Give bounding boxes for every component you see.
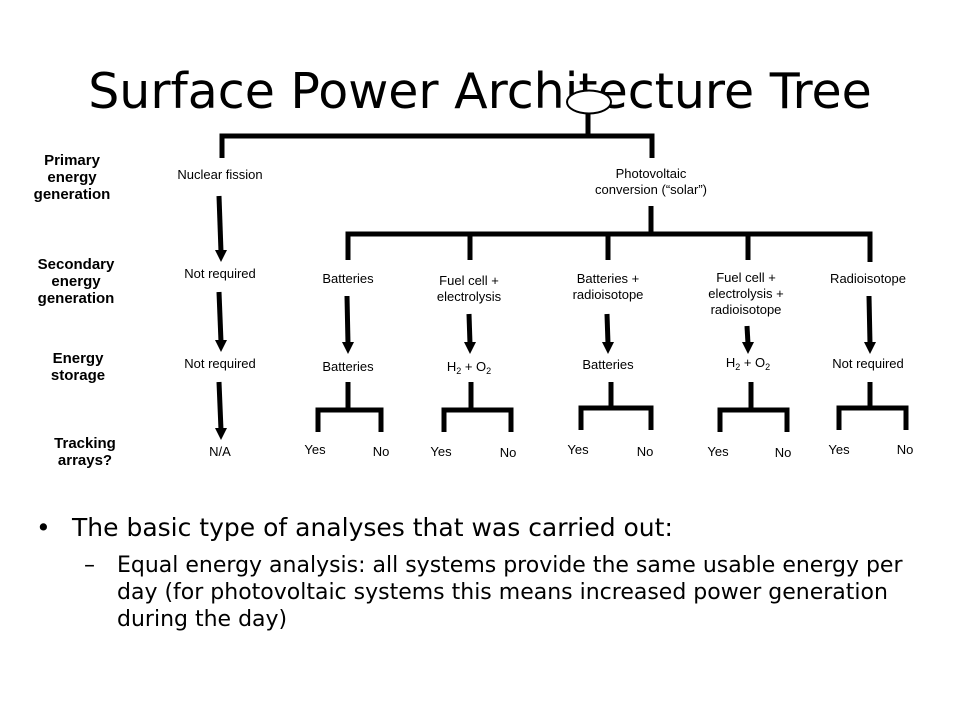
node-tracking-yes-batteries: Yes [304,442,326,457]
fuelcell-to-storage [466,313,473,345]
node-tracking-yes-fuel-radio: Yes [707,444,729,459]
node-tracking-yes-fuel-cell: Yes [430,444,452,459]
node-storage-not-required: Not required [184,356,256,371]
slide-title: Surface Power Architecture Tree [88,63,872,120]
node-secondary-fuel-cell-radioisotope: Fuel cell + electrolysis + radioisotope [708,270,784,317]
node-secondary-fuel-cell: Fuel cell + electrolysis [436,273,502,304]
node-tracking-no-batteries: No [372,444,390,459]
nuclear-to-secondary [216,195,224,253]
node-tracking-yes-batt-radio: Yes [567,442,589,457]
node-tracking-no-fuel-radio: No [774,445,792,460]
fuelcell-radio-to-storage [744,325,751,345]
node-secondary-not-required: Not required [184,266,256,281]
node-tracking-no-batt-radio: No [636,444,654,459]
dash-icon: – [84,553,95,578]
node-photovoltaic: Photovoltaic conversion (“solar”) [595,166,707,197]
row-label-storage: Energy storage [50,350,106,384]
batt-radio-to-storage [604,313,611,345]
node-storage-not-required-2: Not required [832,356,904,371]
node-nuclear-fission: Nuclear fission [177,167,263,182]
row-label-primary: Primary energy generation [33,152,111,203]
radioisotope-to-storage [866,295,873,345]
node-tracking-no-radioisotope: No [896,442,914,457]
node-tracking-na: N/A [209,444,231,459]
node-tracking-yes-radioisotope: Yes [828,442,850,457]
bullet-main: •The basic type of analyses that was car… [36,513,673,542]
bullet-sub: –Equal energy analysis: all systems prov… [84,553,903,632]
row-label-tracking: Tracking arrays? [54,435,116,469]
node-secondary-batteries-radioisotope: Batteries + radioisotope [572,271,644,302]
node-secondary-radioisotope: Radioisotope [830,271,906,286]
batteries-to-storage [344,295,351,345]
node-secondary-batteries: Batteries [322,271,374,286]
bullet-list: •The basic type of analyses that was car… [36,512,936,633]
nuclear-to-storage [216,291,224,343]
node-storage-h2-o2-2: H2 + O2 [725,355,771,372]
row-label-secondary: Secondary energy generation [37,256,115,307]
node-tracking-no-fuel-cell: No [499,445,517,460]
node-storage-batteries-2: Batteries [582,357,634,372]
root-split [219,133,655,158]
root-node-ellipse [566,89,612,115]
bullet-dot-icon: • [36,513,51,542]
nuclear-to-tracking [216,381,224,431]
architecture-tree-lines [215,112,909,440]
node-storage-batteries: Batteries [322,359,374,374]
node-storage-h2-o2: H2 + O2 [446,359,492,376]
